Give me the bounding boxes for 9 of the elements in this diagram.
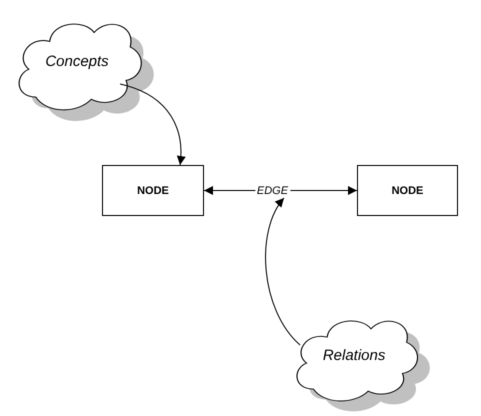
leader-line [265, 198, 301, 346]
arrow [120, 84, 186, 166]
node-label: Concepts [45, 52, 109, 70]
process-box [102, 165, 204, 216]
node-label: NODE [392, 184, 424, 196]
process-box [357, 165, 458, 216]
node-label: Relations [322, 346, 386, 364]
node-label: NODE [137, 184, 169, 196]
edge-label: EDGE [254, 184, 290, 196]
